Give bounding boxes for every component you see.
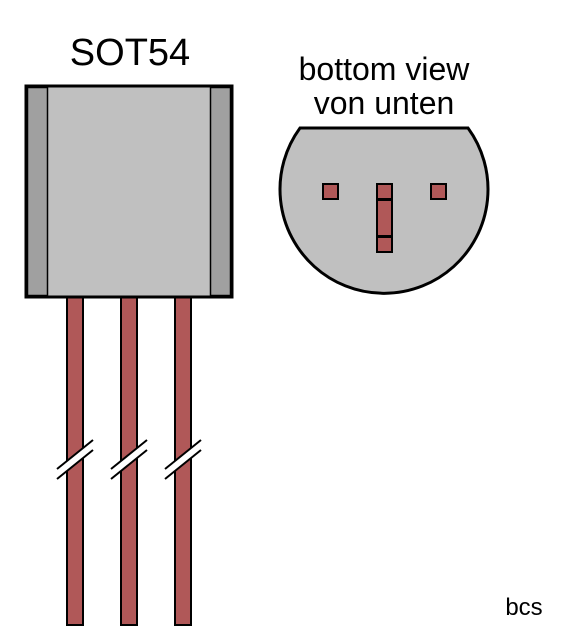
front-view-body: [24, 84, 234, 299]
package-title: SOT54: [70, 32, 190, 74]
break-line-3a: [164, 439, 202, 470]
package-side-left: [26, 86, 49, 297]
break-line-1a: [56, 439, 94, 470]
break-gap-3: [168, 442, 198, 476]
bottom-pin-2: [376, 183, 393, 200]
break-line-2b: [110, 449, 148, 480]
break-gap-1: [60, 442, 90, 476]
bottom-pin-3: [430, 183, 447, 200]
package-body: [24, 84, 234, 299]
bottom-view-label-de: von unten: [314, 85, 455, 121]
bottom-view-label: bottom view: [299, 51, 471, 87]
bottom-pin-1: [322, 183, 339, 200]
break-line-2a: [110, 439, 148, 470]
bottom-pin-2-end: [376, 236, 393, 253]
break-line-3b: [164, 449, 202, 480]
break-line-1b: [56, 449, 94, 480]
package-side-right: [209, 86, 232, 297]
bottom-view: [278, 126, 490, 295]
author-mark: bcs: [505, 594, 542, 621]
lead-break-marks: [56, 439, 202, 480]
bottom-pin-2-tab: [376, 199, 393, 237]
break-gap-2: [114, 442, 144, 476]
